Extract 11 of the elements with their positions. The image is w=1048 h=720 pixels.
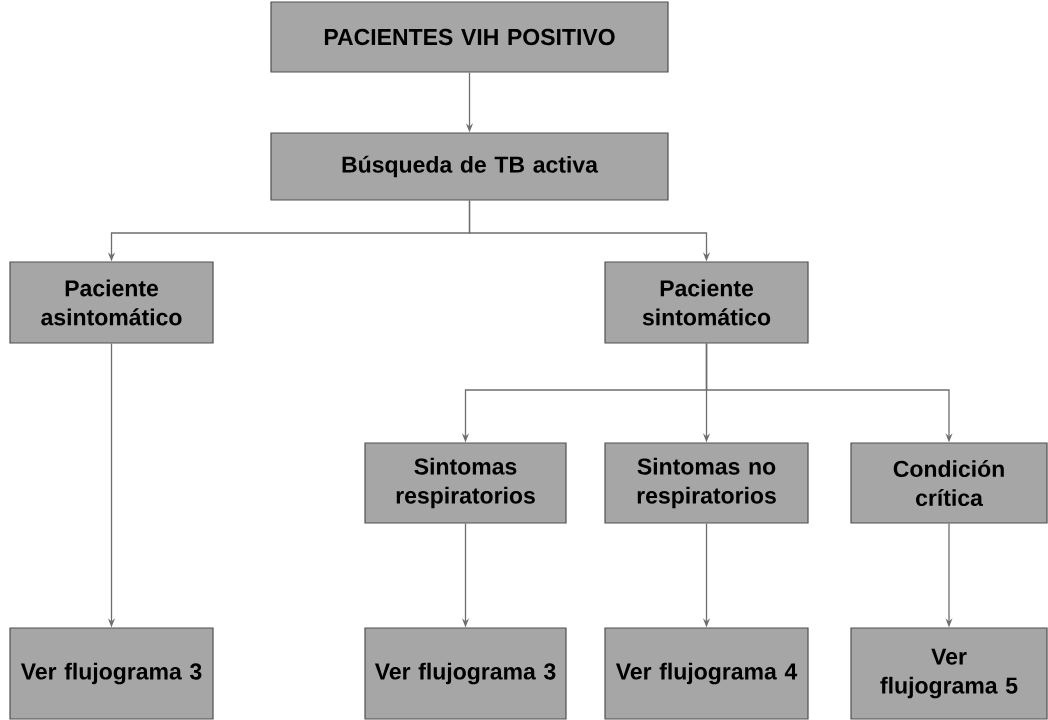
- process-box: Sintomas respiratorios: [364, 442, 567, 524]
- process-box: Paciente sintomático: [604, 261, 809, 344]
- process-box: Ver flujograma 3: [9, 627, 214, 720]
- process-box: Ver flujograma 4: [604, 627, 809, 720]
- process-box: Ver flujograma 5: [850, 627, 1048, 720]
- process-box: Condición crítica: [850, 442, 1048, 524]
- process-box: Paciente asintomático: [9, 261, 214, 344]
- process-box: Sintomas no respiratorios: [604, 442, 809, 524]
- process-box: PACIENTES VIH POSITIVO: [270, 1, 669, 73]
- process-box: Ver flujograma 3: [364, 627, 567, 720]
- process-box: Búsqueda de TB activa: [270, 132, 669, 201]
